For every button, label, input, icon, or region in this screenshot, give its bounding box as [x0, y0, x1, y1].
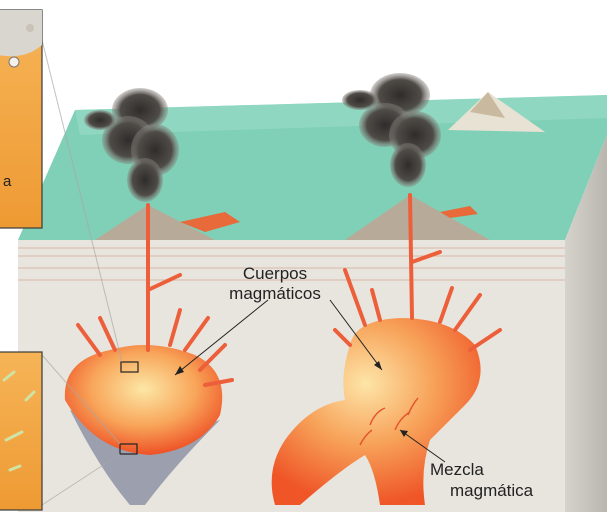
label-mezcla-line1: Mezcla — [430, 460, 510, 480]
inset-crystal-area — [0, 10, 42, 56]
label-cuerpos-line2: magmáticos — [200, 284, 350, 304]
label-mezcla-line2: magmática — [450, 481, 560, 501]
crystal-icon — [9, 57, 19, 67]
label-cuerpos-line1: Cuerpos — [225, 264, 325, 284]
inset-label-fragment: a — [3, 173, 11, 190]
crystal-icon — [26, 24, 34, 32]
